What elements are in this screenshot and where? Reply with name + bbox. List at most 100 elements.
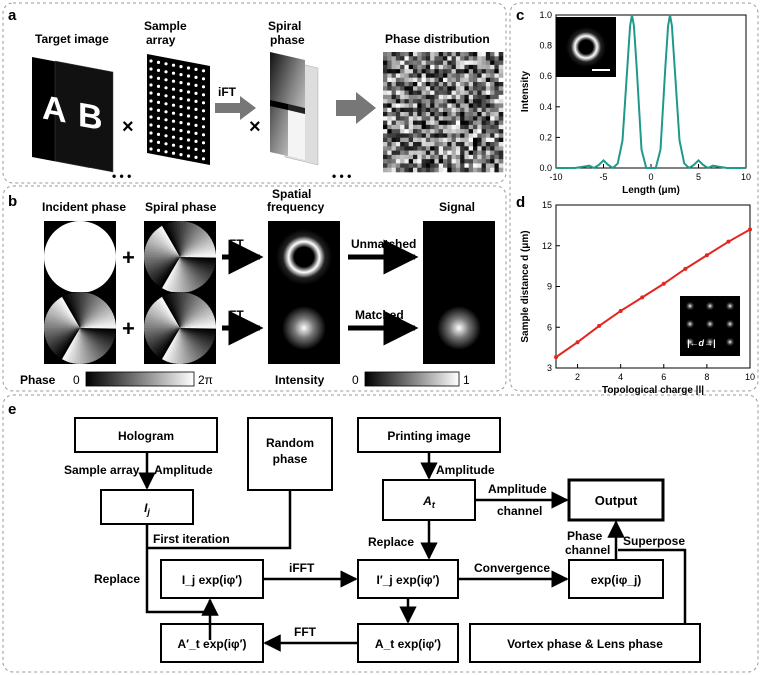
noise-pixel bbox=[417, 116, 422, 121]
noise-pixel bbox=[477, 133, 482, 139]
sample-dot bbox=[179, 89, 183, 93]
noise-pixel bbox=[477, 142, 482, 147]
superpose-line bbox=[618, 548, 687, 624]
noise-pixel bbox=[477, 56, 482, 61]
noise-pixel bbox=[490, 103, 495, 109]
sample-dot bbox=[164, 110, 168, 114]
noise-pixel bbox=[443, 150, 448, 156]
noise-pixel bbox=[391, 82, 397, 87]
noise-pixel bbox=[464, 167, 470, 173]
noise-pixel bbox=[490, 133, 495, 139]
noise-pixel bbox=[490, 107, 495, 113]
sample-dot bbox=[179, 145, 183, 149]
noise-pixel bbox=[391, 116, 397, 121]
spiral-wedge bbox=[80, 302, 114, 328]
noise-pixel bbox=[421, 99, 427, 104]
noise-pixel bbox=[421, 159, 427, 164]
noise-pixel bbox=[425, 56, 431, 61]
noise-pixel bbox=[464, 129, 470, 134]
noise-pixel bbox=[464, 150, 470, 156]
noise-pixel bbox=[395, 82, 401, 87]
noise-pixel bbox=[417, 82, 422, 87]
spatial-frequency-label-1: Spatial bbox=[272, 187, 311, 201]
sample-dot bbox=[164, 102, 168, 106]
data-point bbox=[661, 281, 666, 286]
noise-pixel bbox=[425, 60, 431, 66]
random-phase-label-1: Random bbox=[266, 436, 314, 450]
noise-pixel bbox=[400, 82, 405, 87]
noise-pixel bbox=[477, 124, 482, 130]
noise-pixel bbox=[408, 77, 414, 83]
noise-pixel bbox=[498, 60, 504, 66]
noise-pixel bbox=[413, 56, 418, 61]
noise-pixel bbox=[455, 86, 461, 91]
sample-dot bbox=[164, 126, 168, 130]
noise-pixel bbox=[473, 82, 478, 87]
spiral-wedge bbox=[47, 301, 80, 328]
noise-pixel bbox=[494, 154, 500, 160]
noise-pixel bbox=[494, 69, 500, 74]
noise-pixel bbox=[460, 129, 465, 134]
noise-pixel bbox=[494, 60, 500, 66]
noise-pixel bbox=[413, 82, 418, 87]
phase-colorbar-min: 0 bbox=[73, 373, 80, 387]
noise-pixel bbox=[408, 129, 414, 134]
noise-pixel bbox=[425, 120, 431, 126]
noise-pixel bbox=[425, 94, 431, 100]
noise-pixel bbox=[468, 167, 474, 173]
spiral-wedge bbox=[79, 328, 84, 364]
spiral-wedge bbox=[45, 304, 80, 328]
ij-label: Ij bbox=[144, 501, 150, 517]
exp-phij-label: exp(iφ_j) bbox=[591, 573, 642, 587]
noise-pixel bbox=[485, 116, 491, 121]
noise-pixel bbox=[498, 99, 504, 104]
noise-pixel bbox=[434, 142, 440, 147]
noise-pixel bbox=[490, 69, 495, 74]
noise-pixel bbox=[395, 94, 401, 100]
noise-pixel bbox=[451, 69, 457, 74]
noise-pixel bbox=[425, 133, 431, 139]
matched-label: Matched bbox=[355, 308, 404, 322]
noise-pixel bbox=[485, 154, 491, 160]
noise-pixel bbox=[400, 103, 405, 109]
noise-pixel bbox=[387, 150, 392, 156]
noise-pixel bbox=[438, 103, 444, 109]
sample-dot bbox=[201, 149, 206, 153]
spiral-wedge bbox=[160, 292, 180, 328]
noise-pixel bbox=[490, 56, 495, 61]
spiral-wedge bbox=[180, 328, 206, 362]
spiral-wedge bbox=[180, 221, 201, 257]
noise-pixel bbox=[408, 107, 414, 113]
noise-pixel bbox=[464, 94, 470, 100]
noise-pixel bbox=[387, 64, 392, 70]
noise-pixel bbox=[485, 159, 491, 164]
noise-pixel bbox=[417, 154, 422, 160]
noise-pixel bbox=[408, 82, 414, 87]
sample-dot bbox=[164, 86, 168, 90]
noise-pixel bbox=[434, 86, 440, 91]
sample-dot bbox=[164, 78, 168, 82]
noise-pixel bbox=[434, 167, 440, 173]
noise-pixel bbox=[447, 86, 452, 91]
noise-pixel bbox=[485, 163, 491, 169]
noise-pixel bbox=[494, 167, 500, 173]
noise-pixel bbox=[443, 107, 448, 113]
spiral-wedge bbox=[180, 257, 203, 292]
spiral-wedge bbox=[151, 225, 180, 257]
noise-pixel bbox=[434, 103, 440, 109]
noise-pixel bbox=[391, 86, 397, 91]
noise-pixel bbox=[387, 107, 392, 113]
sample-dot bbox=[171, 111, 176, 115]
noise-pixel bbox=[443, 73, 448, 79]
noise-pixel bbox=[434, 129, 440, 134]
sample-array-image bbox=[147, 54, 210, 165]
noise-pixel bbox=[408, 142, 414, 147]
x-tick-label: -10 bbox=[549, 172, 562, 182]
noise-pixel bbox=[494, 112, 500, 117]
noise-pixel bbox=[438, 146, 444, 151]
incident-phase-label: Incident phase bbox=[42, 200, 126, 214]
sample-dot bbox=[186, 98, 191, 102]
noise-pixel bbox=[434, 120, 440, 126]
noise-pixel bbox=[451, 73, 457, 79]
noise-pixel bbox=[430, 56, 435, 61]
